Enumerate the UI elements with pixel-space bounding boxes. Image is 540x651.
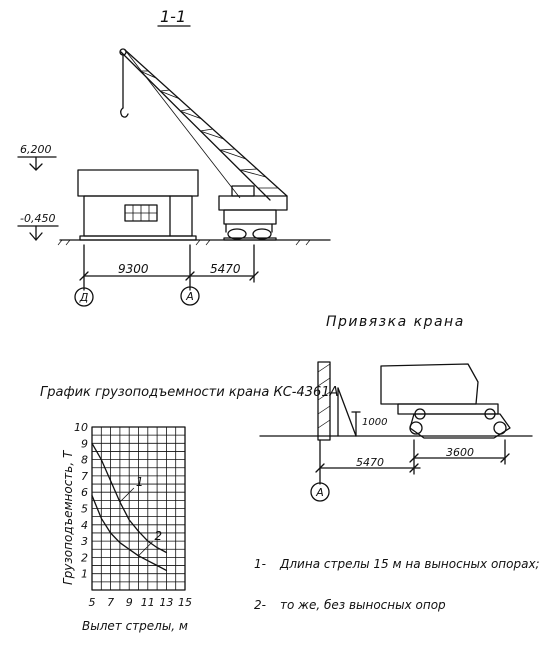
note-2-number: 2-: [254, 598, 266, 612]
chart-x-tick-label: 11: [141, 596, 155, 609]
chart-x-tick-label: 15: [178, 596, 192, 609]
note-2-text: то же, без выносных опор: [280, 598, 446, 612]
chart-x-tick-label: 13: [159, 596, 173, 609]
chart-y-tick-label: 4: [81, 519, 88, 532]
chart-series-2-line: [91, 494, 168, 572]
crane: [119, 48, 288, 241]
chart-series-1-line: [91, 442, 168, 554]
chart-ylabel: Грузоподъемность, Т: [61, 449, 75, 585]
hook-icon: [120, 107, 129, 118]
binding-wall: [317, 361, 331, 441]
chart-y-tick-label: 3: [81, 535, 88, 548]
chart-y-tick-label: 10: [74, 421, 88, 434]
note-1-number: 1-: [254, 557, 266, 571]
note-1-text: Длина стрелы 15 м на выносных опорах;: [279, 557, 540, 571]
chart-xlabel: Вылет стрелы, м: [82, 619, 188, 633]
binding-track: 3600: [446, 446, 474, 459]
crane-wheel-right: [252, 228, 272, 240]
chart-y-tick-label: 2: [81, 551, 88, 564]
elevation-top-label: 6,200: [20, 143, 52, 156]
boom-rope: [124, 49, 241, 199]
chart-y-tick-label: 9: [81, 437, 88, 450]
crane-binding: Привязка крана 1000 5470: [259, 314, 533, 502]
binding-title: Привязка крана: [326, 314, 465, 330]
binding-axis-bubble: А: [310, 482, 330, 502]
dimension-line: 9300 5470: [79, 244, 259, 291]
boom-upper-chord: [124, 49, 288, 197]
svg-text:А: А: [185, 290, 194, 303]
chart-y-tick-label: 6: [81, 486, 88, 499]
section-1-1: 1-1 6,200 -0,450: [17, 7, 331, 307]
axis-bubble-right: А: [180, 286, 200, 306]
elevation-top-mark: 6,200: [17, 143, 57, 171]
chart-y-tick-label: 8: [81, 454, 88, 467]
chart-series-1-leader: [119, 487, 135, 503]
svg-text:Д: Д: [79, 291, 89, 304]
chart-x-tick-label: 5: [89, 596, 96, 609]
binding-height: 1000: [362, 417, 387, 428]
section-title: 1-1: [160, 7, 186, 26]
svg-text:А: А: [315, 486, 324, 499]
chart-y-tick-label: 7: [81, 470, 88, 483]
chart-series-2-leader: [138, 541, 153, 557]
chart-series-1-label: 1: [136, 475, 144, 489]
binding-crane-cab: [380, 363, 479, 405]
chart-y-tick-label: 1: [81, 568, 88, 581]
chart-y-ticks: 1 2 3 4 5 6 7 8 9 10: [74, 421, 88, 581]
dimension-building: 9300: [118, 262, 149, 276]
chart-title: График грузоподъемности крана КС-4361А: [40, 385, 338, 400]
axis-bubble-left: Д: [74, 287, 94, 307]
crane-turntable: [218, 195, 288, 211]
chart-series: 12: [91, 442, 168, 572]
chart-series-2-label: 2: [155, 529, 163, 543]
chart-grid: [91, 426, 186, 591]
crane-wheel-left: [227, 228, 247, 240]
chart-y-tick-label: 5: [81, 503, 88, 516]
building: [77, 169, 199, 241]
chart-x-tick-label: 9: [126, 596, 133, 609]
elevation-ground-label: -0,450: [20, 212, 55, 225]
load-chart: График грузоподъемности крана КС-4361А 5…: [40, 385, 338, 633]
binding-offset: 5470: [356, 456, 384, 469]
ground-hatch: [57, 239, 311, 246]
notes: 1- Длина стрелы 15 м на выносных опорах;…: [254, 557, 540, 612]
chart-x-tick-label: 7: [107, 596, 114, 609]
dimension-crane-offset: 5470: [210, 262, 241, 276]
elevation-ground-mark: -0,450: [17, 212, 59, 241]
